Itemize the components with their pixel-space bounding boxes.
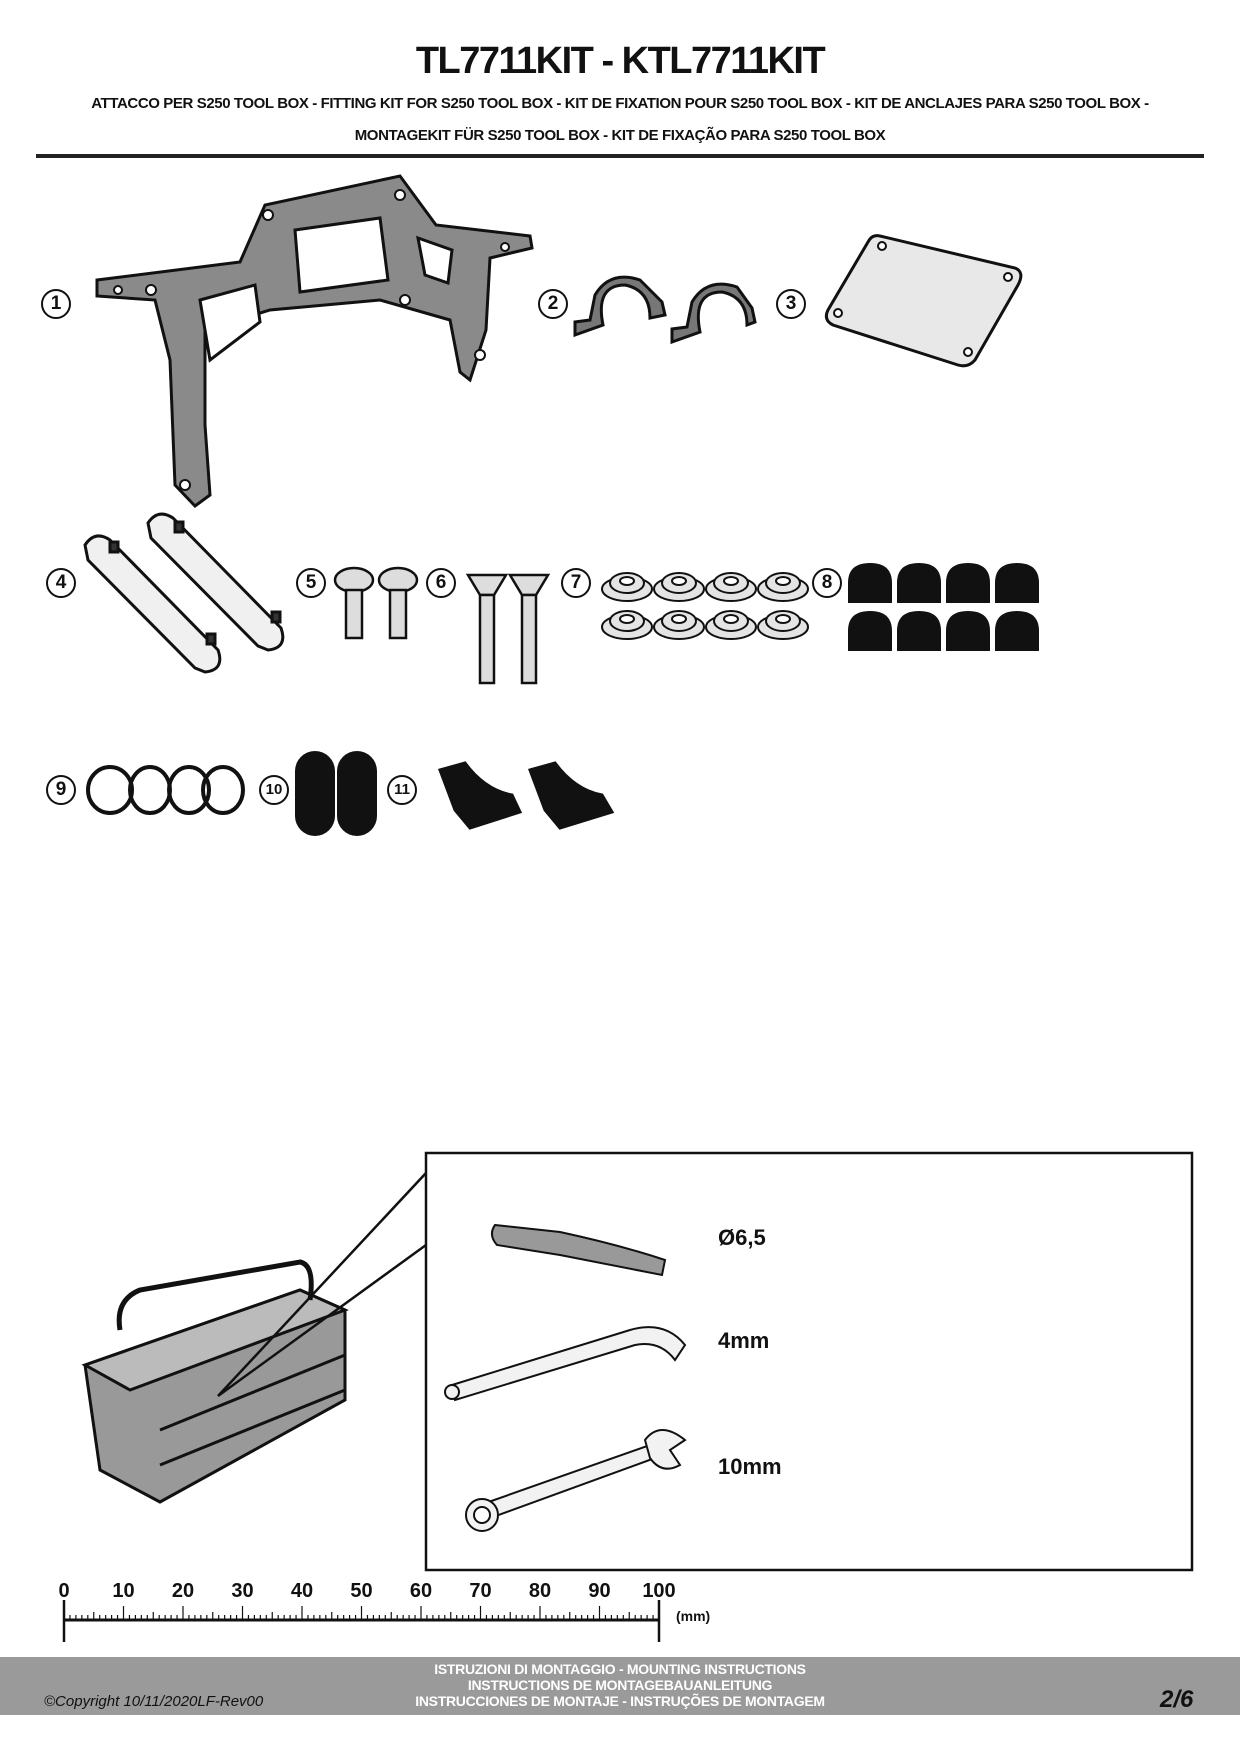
rubber-saddles-icon xyxy=(438,761,615,830)
nut-hole xyxy=(775,614,791,624)
part-number-badge: 7 xyxy=(561,568,591,598)
scale-ruler xyxy=(62,1600,661,1642)
nut-hole xyxy=(671,614,687,624)
button-head-screws-icon xyxy=(333,566,419,640)
o-rings-icon xyxy=(86,765,245,815)
part-number-badge: 3 xyxy=(776,289,806,319)
part-number-badge: 1 xyxy=(41,289,71,319)
allen-key-icon xyxy=(444,1326,687,1402)
subtitle-line-2: MONTAGEKIT FÜR S250 TOOL BOX - KIT DE FI… xyxy=(354,127,886,144)
drill-bit-label: Ø6,5 xyxy=(718,1225,766,1250)
ruler-label: 80 xyxy=(528,1580,552,1602)
nut-cap xyxy=(897,563,941,603)
nut-cap xyxy=(848,611,892,651)
ruler-label: 60 xyxy=(409,1580,433,1602)
rubber-pads-icon xyxy=(295,751,377,836)
ruler-label: 100 xyxy=(642,1580,676,1602)
nut-cap xyxy=(897,611,941,651)
countersunk-screws-icon xyxy=(465,573,551,685)
part-number-badge: 8 xyxy=(812,568,842,598)
ruler-label: 10 xyxy=(112,1580,135,1602)
ruler-label: 50 xyxy=(350,1580,373,1602)
nut-cap xyxy=(995,611,1039,651)
callout-pointer xyxy=(217,1172,427,1398)
nut-hole xyxy=(671,576,687,586)
ruler-label: 20 xyxy=(171,1580,195,1602)
nut-cap xyxy=(995,563,1039,603)
ruler-label: 70 xyxy=(469,1580,492,1602)
nut-hole xyxy=(723,576,739,586)
nut-cap xyxy=(946,563,990,603)
ruler-unit: (mm) xyxy=(676,1608,711,1624)
mounting-bracket-icon xyxy=(95,174,534,508)
spacer-bars-icon xyxy=(83,512,285,674)
wrench-label: 10mm xyxy=(718,1454,782,1479)
footer-bar: ISTRUZIONI DI MONTAGGIO - MOUNTING INSTR… xyxy=(0,1657,1240,1715)
nut-hole xyxy=(619,614,635,624)
footer-line-1: ISTRUZIONI DI MONTAGGIO - MOUNTING INSTR… xyxy=(434,1661,806,1677)
page-number: 2/6 xyxy=(1160,1686,1194,1713)
part-number-badge: 6 xyxy=(426,568,456,598)
subtitle-line-1: ATTACCO PER S250 TOOL BOX - FITTING KIT … xyxy=(91,95,1149,112)
drill-bit-icon xyxy=(491,1223,667,1277)
footer-line-3: INSTRUCCIONES DE MONTAJE - INSTRUÇÕES DE… xyxy=(415,1693,825,1709)
part-number-badge: 9 xyxy=(46,775,76,805)
flange-nuts-icon xyxy=(601,572,809,640)
footer-line-2: INSTRUCTIONS DE MONTAGEBAUANLEITUNG xyxy=(467,1677,773,1693)
ruler-label: 40 xyxy=(290,1580,314,1602)
nut-hole xyxy=(723,614,739,624)
part-number-badge: 10 xyxy=(259,775,289,805)
wrench-icon xyxy=(465,1429,687,1532)
ruler-label: 0 xyxy=(58,1580,70,1602)
ruler-label: 30 xyxy=(231,1580,254,1602)
tools-box xyxy=(424,1151,1194,1572)
nut-cap xyxy=(848,563,892,603)
plate-icon xyxy=(824,234,1023,368)
header-divider xyxy=(36,154,1204,158)
part-number-badge: 11 xyxy=(387,775,417,805)
nut-caps-icon xyxy=(848,563,1039,651)
copyright: ©Copyright 10/11/2020LF-Rev00 xyxy=(44,1693,264,1710)
part-number-badge: 5 xyxy=(296,568,326,598)
part-number-badge: 2 xyxy=(538,289,568,319)
nut-hole xyxy=(619,576,635,586)
page-title: TL7711KIT - KTL7711KIT xyxy=(415,40,826,82)
ruler-label: 90 xyxy=(588,1580,611,1602)
pipe-clamps-icon xyxy=(573,275,757,345)
allen-key-label: 4mm xyxy=(718,1328,770,1353)
toolbox-icon xyxy=(81,1259,349,1504)
nut-cap xyxy=(946,611,990,651)
nut-hole xyxy=(775,576,791,586)
part-number-badge: 4 xyxy=(46,568,76,598)
